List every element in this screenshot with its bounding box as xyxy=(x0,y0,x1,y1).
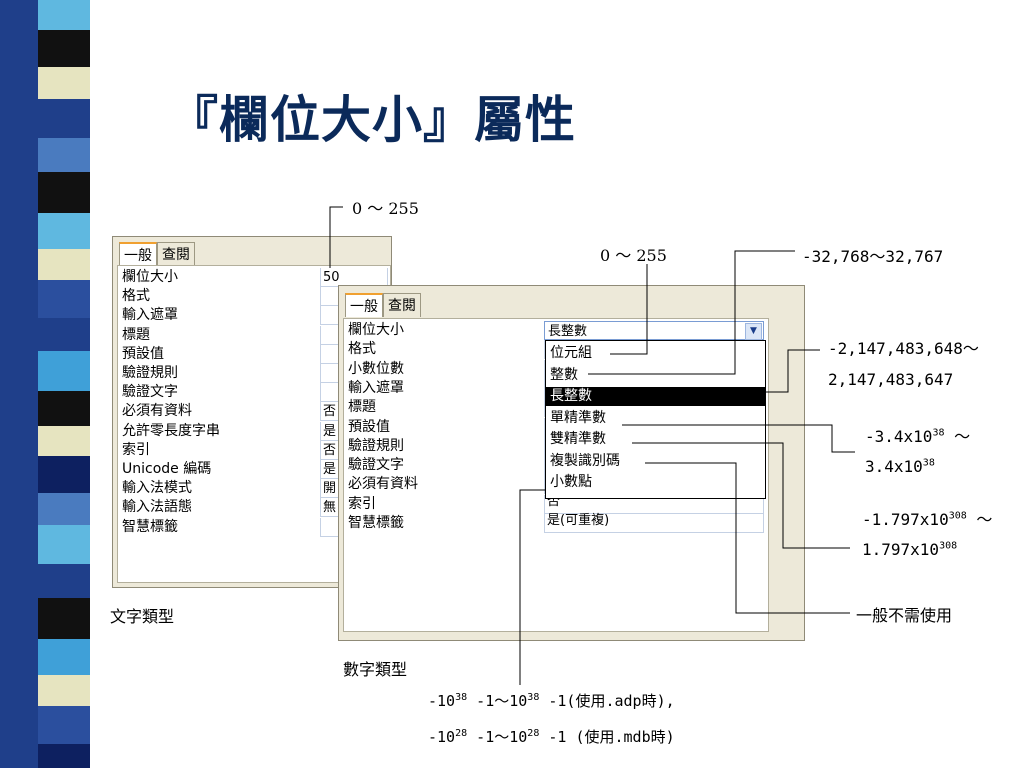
field-property-label: 輸入法語態 xyxy=(122,499,192,516)
chevron-down-icon[interactable]: ▼ xyxy=(745,323,762,340)
stripe-block xyxy=(38,456,90,493)
tab-lookup[interactable]: 查閱 xyxy=(157,242,195,266)
field-property-label: 小數位數 xyxy=(348,360,404,377)
stripe-block xyxy=(38,564,90,598)
field-property-label: 允許零長度字串 xyxy=(122,422,220,439)
field-property-label: 欄位大小 xyxy=(122,269,178,285)
field-property-value[interactable] xyxy=(544,494,764,514)
field-property-value-text: 是 xyxy=(323,462,337,477)
field-property-label: 索引 xyxy=(348,495,376,512)
tab-general[interactable]: 一般 xyxy=(119,242,157,266)
dropdown-option[interactable]: 雙精準數 xyxy=(550,431,606,447)
field-property-label: 輸入法模式 xyxy=(122,480,192,497)
byte-range: 0 ～ 255 xyxy=(600,246,667,265)
field-property-label: 驗證規則 xyxy=(348,437,404,454)
stripe-block xyxy=(38,30,90,67)
stripe-block xyxy=(38,213,90,249)
field-property-value-text: 50 xyxy=(323,270,340,285)
tab-general[interactable]: 一般 xyxy=(345,293,383,317)
dropdown-option[interactable]: 複製識別碼 xyxy=(550,452,620,469)
stripe-block xyxy=(38,318,90,351)
field-property-label: 必須有資料 xyxy=(122,403,192,420)
field-property-value-text: 無 xyxy=(323,500,337,516)
field-property-value-text: 開 xyxy=(323,481,337,497)
number-type-caption: 數字類型 xyxy=(343,660,408,679)
decimal-range-adp: -1038 -1～1038 -1(使用.adp時), xyxy=(428,692,675,710)
field-property-value-text: 是 xyxy=(323,423,337,439)
dropdown-option[interactable]: 位元組 xyxy=(550,345,592,361)
text-size-range: 0 ～ 255 xyxy=(352,199,419,218)
field-property-value-text: 否 xyxy=(323,442,337,458)
stripe-block xyxy=(38,351,90,391)
field-property-label: 輸入遮罩 xyxy=(348,379,404,396)
field-property-label: 智慧標籤 xyxy=(348,515,404,531)
field-property-label: 輸入遮罩 xyxy=(122,307,178,324)
field-property-label: 格式 xyxy=(348,341,376,358)
dropdown-option[interactable]: 小數點 xyxy=(550,474,592,490)
stripe-block xyxy=(38,675,90,706)
stripe-block xyxy=(38,706,90,744)
stripe-block xyxy=(38,744,90,768)
stripe-block xyxy=(38,493,90,525)
stripe-block xyxy=(38,391,90,426)
field-size-dropdown[interactable]: 位元組整數長整數單精準數雙精準數複製識別碼小數點 xyxy=(545,340,766,499)
stripe-block xyxy=(38,67,90,99)
decorative-stripe xyxy=(0,0,100,768)
stripe-block xyxy=(38,249,90,280)
double-range-line1: -1.797x10308 ～ xyxy=(862,510,993,529)
field-property-label: 驗證文字 xyxy=(348,457,404,474)
field-property-label: 格式 xyxy=(122,288,150,305)
replication-note: 一般不需使用 xyxy=(856,606,953,625)
stripe-block xyxy=(38,172,90,213)
long-integer-range-line2: 2,147,483,647 xyxy=(828,370,954,389)
field-property-label: 欄位大小 xyxy=(348,322,404,338)
stripe-block xyxy=(38,280,90,318)
field-property-label: 驗證規則 xyxy=(122,365,178,381)
dropdown-option[interactable]: 長整數 xyxy=(546,387,765,406)
stripe-block xyxy=(38,0,90,30)
long-integer-range-line1: -2,147,483,648～ xyxy=(828,339,979,358)
field-size-value: 長整數 xyxy=(548,324,588,339)
field-property-label: 預設值 xyxy=(348,418,390,435)
text-type-caption: 文字類型 xyxy=(110,607,175,626)
field-property-label: 索引 xyxy=(122,441,150,458)
field-property-label: 預設值 xyxy=(122,345,164,362)
field-property-label: 必須有資料 xyxy=(348,476,418,493)
double-range-line2: 1.797x10308 xyxy=(862,540,958,559)
field-property-label: 驗證文字 xyxy=(122,384,178,401)
dropdown-option[interactable]: 整數 xyxy=(550,366,578,383)
field-property-label: 標題 xyxy=(348,399,376,416)
stripe-block xyxy=(38,138,90,172)
field-property-label: 標題 xyxy=(122,326,150,343)
indexed-value[interactable]: 是(可重複) xyxy=(547,513,610,528)
stripe-block xyxy=(38,639,90,675)
stripe-block xyxy=(38,99,90,138)
field-property-value[interactable] xyxy=(544,514,764,533)
tab-lookup[interactable]: 查閱 xyxy=(383,293,421,317)
stripe-block xyxy=(38,598,90,639)
field-property-value-text: 否 xyxy=(323,404,337,420)
dropdown-option[interactable]: 單精準數 xyxy=(550,409,606,426)
field-size-select[interactable]: 長整數 ▼ xyxy=(544,321,764,340)
slide-title: 『欄位大小』屬性 xyxy=(168,90,576,149)
integer-range: -32,768～32,767 xyxy=(802,247,944,266)
decimal-range-mdb: -1028 -1～1028 -1 (使用.mdb時) xyxy=(428,728,675,746)
single-range-line2: 3.4x1038 xyxy=(865,457,935,476)
field-property-label: 智慧標籤 xyxy=(122,518,178,535)
single-range-line1: -3.4x1038 ～ xyxy=(865,427,971,446)
stripe-block xyxy=(38,525,90,564)
field-property-label: Unicode 編碼 xyxy=(122,461,212,477)
stripe-block xyxy=(38,426,90,456)
